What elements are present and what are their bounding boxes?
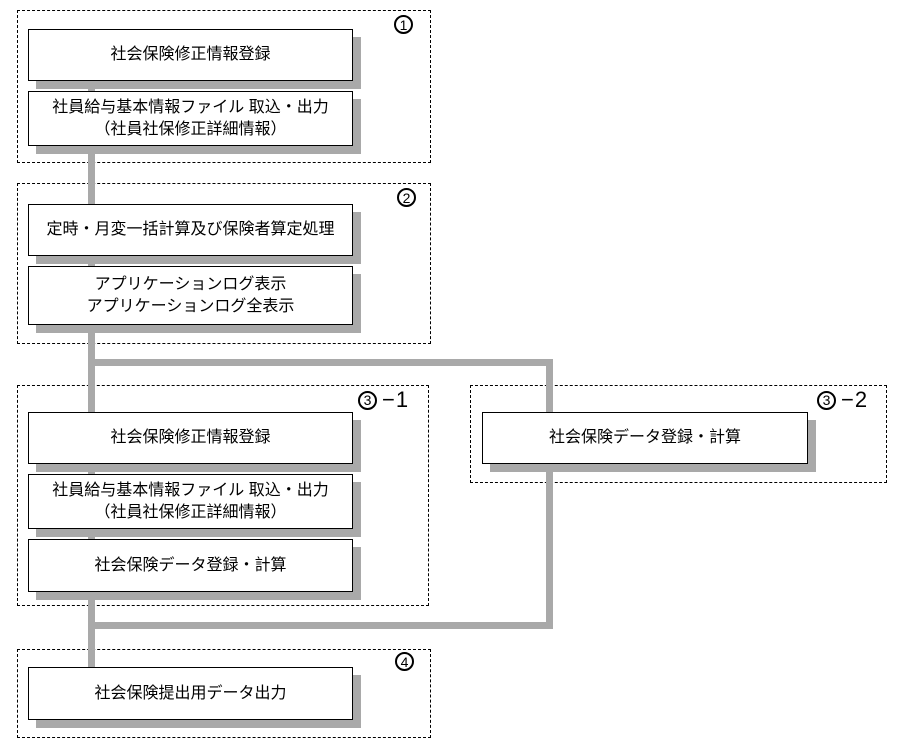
box-label: 定時・月変一括計算及び保険者算定処理 xyxy=(46,221,335,238)
flow-box-g2-application-log: アプリケーションログ表示 アプリケーションログ全表示 xyxy=(28,266,353,325)
flow-box-g3-1-shakaihoken-data-toroku: 社会保険データ登録・計算 xyxy=(28,539,353,592)
circled-number-icon: 3 xyxy=(817,390,836,410)
flow-box-g1-shain-kyuyo-file: 社員給与基本情報ファイル 取込・出力 （社員社保修正詳細情報） xyxy=(28,91,353,146)
group-label-suffix: −1 xyxy=(382,387,410,412)
circled-number-icon: 3 xyxy=(358,390,377,410)
circled-number-icon: 4 xyxy=(395,652,414,671)
connector-branch-bottom-horizontal xyxy=(92,622,553,629)
group-3-2 xyxy=(470,385,887,483)
box-label: 社会保険提出用データ出力 xyxy=(94,684,287,702)
connector-branch-right-vertical xyxy=(546,359,553,629)
group-label-suffix: −2 xyxy=(841,387,869,412)
group-3-1-label: 3 −1 xyxy=(358,389,409,411)
flow-box-g3-1-shain-kyuyo-file: 社員給与基本情報ファイル 取込・出力 （社員社保修正詳細情報） xyxy=(28,474,353,529)
box-label-line2: （社員社保修正詳細情報） xyxy=(94,503,287,521)
box-label-line2: （社員社保修正詳細情報） xyxy=(94,120,287,138)
group-3-1 xyxy=(17,385,429,606)
connector-main-vertical xyxy=(88,50,95,695)
box-label: 社会保険修正情報登録 xyxy=(110,429,271,446)
box-label: 社会保険修正情報登録 xyxy=(110,46,271,63)
group-2-label: 2 xyxy=(397,188,416,207)
box-label: 社会保険データ登録・計算 xyxy=(548,429,741,446)
group-3-2-label: 3 −2 xyxy=(817,389,868,411)
box-label-line1: 社員給与基本情報ファイル 取込・出力 xyxy=(52,481,329,499)
group-4-label: 4 xyxy=(395,652,414,671)
box-label: 社会保険データ登録・計算 xyxy=(94,556,287,574)
group-1 xyxy=(17,10,431,163)
flow-box-g3-1-shakaihoken-shusei-joho-toroku: 社会保険修正情報登録 xyxy=(28,412,353,464)
flow-box-g1-shakaihoken-shusei-joho-toroku: 社会保険修正情報登録 xyxy=(28,29,353,81)
group-1-label: 1 xyxy=(394,15,413,34)
group-2 xyxy=(17,183,431,344)
box-label-line1: 社員給与基本情報ファイル 取込・出力 xyxy=(52,98,329,116)
flow-box-g3-2-shakaihoken-data-toroku: 社会保険データ登録・計算 xyxy=(482,412,808,464)
circled-number-icon: 2 xyxy=(397,188,416,207)
flow-box-g4-shakaihoken-teishutsu-data: 社会保険提出用データ出力 xyxy=(28,667,353,720)
box-label-line2: アプリケーションログ全表示 xyxy=(86,297,295,315)
flow-box-g2-teiji-getsuhen-keisan: 定時・月変一括計算及び保険者算定処理 xyxy=(28,204,353,256)
connector-branch-top-horizontal xyxy=(88,359,553,366)
circled-number-icon: 1 xyxy=(394,15,413,34)
box-label-line1: アプリケーションログ表示 xyxy=(94,275,287,293)
group-4 xyxy=(17,649,431,738)
